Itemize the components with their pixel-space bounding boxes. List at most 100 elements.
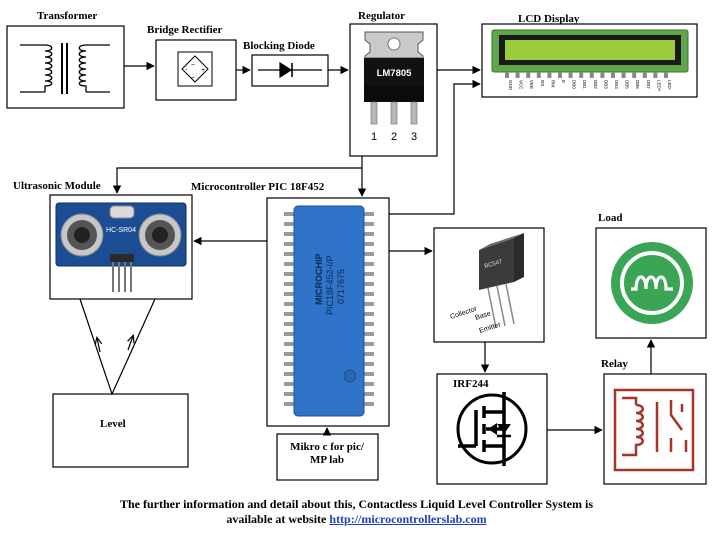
bridge-rectifier-block: Bridge Rectifier ~ ~ - + [147, 24, 237, 101]
lcd-pin [642, 72, 647, 78]
regulator-pin-1: 1 [371, 131, 377, 143]
pic-pin [284, 352, 295, 356]
transformer-symbol-icon [20, 43, 110, 94]
pic-chip-model: PIC18F452-I/P [325, 255, 335, 315]
pic-pin [363, 392, 374, 396]
pic-pin [284, 382, 295, 386]
pic-pin [284, 302, 295, 306]
lcd-pin [589, 72, 594, 78]
microcontroller-label: Microcontroller PIC 18F452 [191, 181, 325, 193]
level-label: Level [100, 418, 126, 430]
arrow-regulator-to-ultrasonic [112, 167, 362, 194]
bridge-tilde-1: ~ [191, 62, 195, 69]
ultrasonic-sensor-icon: HC-SR04 [55, 202, 187, 292]
lcd-pin [526, 72, 531, 78]
lcd-pin-label: GND [508, 80, 513, 91]
footer-line-2-prefix: available at website [226, 512, 327, 526]
pic-pin [284, 282, 295, 286]
pic-pin [363, 352, 374, 356]
lcd-pin-label: DB3 [603, 80, 608, 89]
pic-pin [284, 372, 295, 376]
pic-pin [363, 212, 374, 216]
bridge-tilde-2: ~ [191, 75, 195, 82]
software-label-line2: MP lab [310, 454, 344, 466]
pic-pin [363, 232, 374, 236]
level-block: Level [52, 393, 189, 468]
pic-pin [284, 232, 295, 236]
lcd-pin [505, 72, 509, 78]
relay-symbol-icon [613, 388, 695, 472]
pic-pin [284, 402, 295, 406]
level-box [52, 393, 189, 468]
lcd-pin [621, 72, 626, 78]
mosfet-block: IRF244 [436, 373, 548, 485]
lcd-pin [632, 72, 637, 78]
transformer-box [6, 25, 125, 109]
pic-pin [363, 402, 374, 406]
pic-pin [284, 242, 295, 246]
lcd-pin [536, 72, 541, 78]
relay-label: Relay [601, 358, 628, 370]
regulator-part-text: LM7805 [377, 68, 413, 79]
transformer-label: Transformer [37, 10, 97, 22]
lcd-pin-label: RS [540, 80, 545, 86]
pic-pin [284, 342, 295, 346]
lcd-pin [600, 72, 605, 78]
pic-chip-icon: MICROCHIP PIC18F452-I/P 0717675 [284, 205, 374, 417]
transformer-block: Transformer [6, 10, 125, 109]
mosfet-label: IRF244 [453, 378, 489, 390]
software-box [276, 433, 379, 481]
footer-website-link[interactable]: http://microcontrollerslab.com [329, 512, 487, 526]
lcd-display-label: LCD Display [518, 13, 580, 25]
lcd-pin [547, 72, 552, 78]
pic-pin [363, 332, 374, 336]
lcd-pin [558, 72, 562, 78]
pic-pin [284, 312, 295, 316]
lcd-pin-label: RW [550, 80, 555, 88]
pic-pins-right [363, 212, 374, 406]
pic-pin [363, 342, 374, 346]
lcd-pin-label: DB0 [572, 80, 577, 89]
footer-note: The further information and detail about… [0, 497, 713, 527]
ultrasonic-beam-lines [79, 298, 156, 396]
lcd-pin-label: VCC [519, 80, 524, 90]
lcd-pin [579, 72, 584, 78]
pic-pin [363, 312, 374, 316]
footer-line-1: The further information and detail about… [119, 497, 594, 511]
pic-pin [363, 262, 374, 266]
ultrasonic-beam-arrow-in [128, 336, 133, 351]
pic-pin [284, 252, 295, 256]
pic-pin [363, 272, 374, 276]
arrow-mcu-to-lcd [389, 79, 481, 215]
ultrasonic-module-block: Ultrasonic Module HC-SR04 [13, 180, 193, 300]
pic-pin [284, 362, 295, 366]
pic-pin [284, 222, 295, 226]
relay-block: Relay [601, 358, 707, 485]
lm7805-chip-icon: LM7805 1 2 3 [364, 31, 424, 143]
pic-pin [363, 322, 374, 326]
load-block: Load [595, 212, 707, 339]
diode-symbol-icon [258, 61, 322, 79]
regulator-block: Regulator LM7805 1 2 3 [349, 10, 438, 157]
pic-chip-code: 0717675 [336, 269, 346, 304]
ultrasonic-part-text: HC-SR04 [106, 227, 136, 234]
lcd-pin-label: DB6 [635, 80, 640, 89]
pic-pin [363, 242, 374, 246]
lcd-pin-label: DB4 [614, 80, 619, 89]
pic-pin [284, 262, 295, 266]
bridge-rectifier-label: Bridge Rectifier [147, 24, 223, 36]
pic-pin [284, 212, 295, 216]
pic-pin [363, 362, 374, 366]
pic-pin [363, 382, 374, 386]
software-label-line1: Mikro c for pic/ [290, 441, 365, 453]
pic-pins-left [284, 212, 295, 406]
pic-pin [363, 252, 374, 256]
lcd-pin [653, 72, 658, 78]
pic-pin [284, 272, 295, 276]
lcd-pin-label: DB7 [646, 80, 651, 89]
load-coil-icon [611, 242, 693, 324]
ultrasonic-module-label: Ultrasonic Module [13, 180, 101, 192]
lcd-pin [515, 72, 520, 78]
